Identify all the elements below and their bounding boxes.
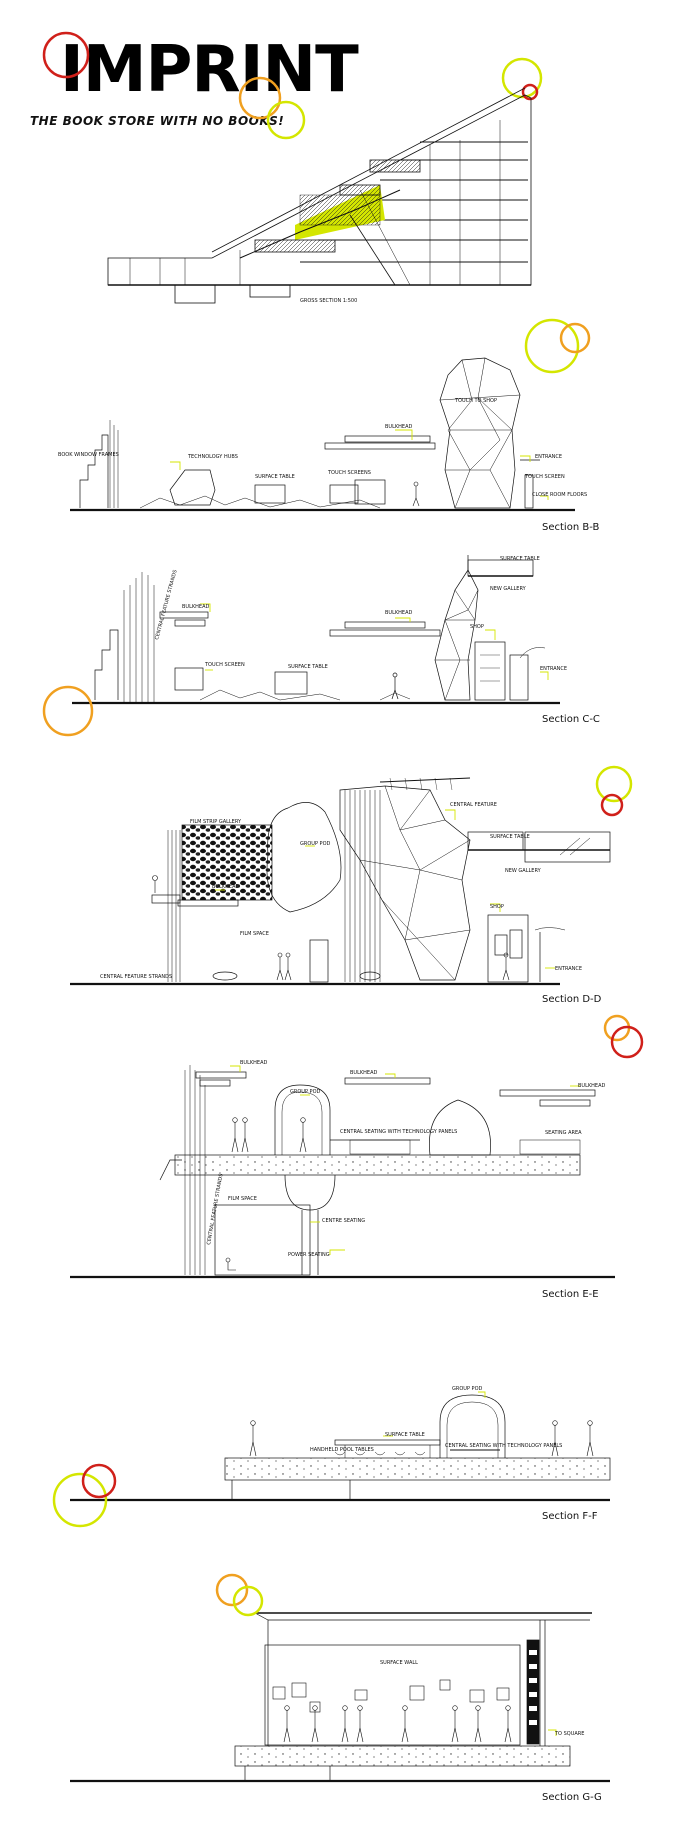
bb-label-surface-table: SURFACE TABLE xyxy=(255,474,295,480)
dd-label-entrance: ENTRANCE xyxy=(555,966,582,972)
bb-label-feature: BOOK WINDOW FRAMES xyxy=(58,452,119,458)
section-ee-circles xyxy=(603,1014,644,1059)
dd-label-film-gallery: FILM STRIP GALLERY xyxy=(190,819,242,825)
cc-label-touch-screen: TOUCH SCREEN xyxy=(204,662,245,668)
gross-section-caption: GROSS SECTION 1:500 xyxy=(300,298,357,304)
bb-label-touch-screen: TOUCH SCREEN xyxy=(524,474,565,480)
section-gg-title: Section G-G xyxy=(542,1792,602,1803)
gross-section xyxy=(107,87,532,304)
cc-label-surface-table: SURFACE TABLE xyxy=(288,664,328,670)
gg-label-to-square: TO SQUARE xyxy=(554,1731,584,1737)
ee-label-film-space: FILM SPACE xyxy=(228,1196,257,1202)
section-dd-title: Section D-D xyxy=(542,994,602,1005)
section-cc-circles xyxy=(42,685,94,737)
dd-label-bulkhead: BULKHEAD xyxy=(212,884,239,890)
cc-label-new-gallery: NEW GALLERY xyxy=(490,586,527,592)
cc-label-bulkhead-1: BULKHEAD xyxy=(182,604,209,610)
dd-label-central-feature: CENTRAL FEATURE xyxy=(450,802,497,808)
ff-label-group-pod: GROUP POD xyxy=(452,1386,482,1392)
logo-circles xyxy=(42,31,543,140)
bb-label-entrance: ENTRANCE xyxy=(535,454,562,460)
section-gg-leaders xyxy=(548,1729,557,1736)
ee-label-bulkhead-1: BULKHEAD xyxy=(240,1060,267,1066)
section-bb-title: Section B-B xyxy=(542,522,599,533)
section-cc-leaders xyxy=(200,603,549,680)
ee-label-central-seating: CENTRAL SEATING WITH TECHNOLOGY PANELS xyxy=(340,1129,457,1135)
section-bb xyxy=(70,357,575,512)
section-ff xyxy=(70,1394,611,1502)
dd-label-strands: CENTRAL FEATURE STRANDS xyxy=(100,974,172,980)
section-ff-title: Section F-F xyxy=(542,1511,598,1522)
section-ff-circles xyxy=(52,1463,117,1528)
ee-label-seating: CENTRE SEATING xyxy=(322,1218,365,1224)
tagline: THE BOOK STORE WITH NO BOOKS! xyxy=(30,114,285,128)
ff-label-handheld: HANDHELD POOL TABLES xyxy=(310,1447,374,1453)
cc-label-shop: SHOP xyxy=(470,624,484,630)
dd-label-film-space: FILM SPACE xyxy=(240,931,269,937)
ee-label-power-seating: POWER SEATING xyxy=(288,1252,330,1258)
bb-label-bulkhead: BULKHEAD xyxy=(385,424,412,430)
section-dd xyxy=(70,777,611,986)
section-bb-leaders xyxy=(170,429,549,500)
cc-label-strands: CENTRAL FEATURE STRANDS xyxy=(154,569,178,640)
ff-label-central-seating: CENTRAL SEATING WITH TECHNOLOGY PANELS xyxy=(445,1443,562,1449)
section-dd-leaders xyxy=(215,809,555,969)
ee-label-bulkhead-3: BULKHEAD xyxy=(578,1083,605,1089)
bb-label-close-room: CLOSE ROOM FLOORS xyxy=(532,492,587,498)
cc-label-entrance: ENTRANCE xyxy=(540,666,567,672)
ee-label-group-pod: GROUP POD xyxy=(290,1089,320,1095)
ee-label-seating-area: SEATING AREA xyxy=(545,1130,582,1136)
dd-label-surface-table: SURFACE TABLE xyxy=(490,834,530,840)
section-ff-leaders xyxy=(383,1391,486,1437)
bb-label-tech-hubs: TECHNOLOGY HUBS xyxy=(187,454,238,460)
dd-label-new-gallery: NEW GALLERY xyxy=(505,868,542,874)
bb-label-touch-screens: TOUCH SCREENS xyxy=(327,470,371,476)
gg-label-surface-wall: SURFACE WALL xyxy=(380,1660,418,1666)
section-cc xyxy=(72,555,560,705)
section-ee-title: Section E-E xyxy=(542,1289,599,1300)
section-ee-leaders xyxy=(230,1065,580,1255)
cc-label-surface-table-2: SURFACE TABLE xyxy=(500,556,540,562)
ee-label-bulkhead-2: BULKHEAD xyxy=(350,1070,377,1076)
section-ee xyxy=(70,1065,615,1279)
bb-label-touch-to-shop: TOUCH TO SHOP xyxy=(454,398,497,404)
section-bb-circles xyxy=(524,318,591,374)
dd-label-shop: SHOP xyxy=(490,904,504,910)
cc-label-bulkhead-2: BULKHEAD xyxy=(385,610,412,616)
dd-label-group-pod: GROUP POD xyxy=(300,841,330,847)
section-gg xyxy=(70,1612,610,1783)
ff-label-surface-table: SURFACE TABLE xyxy=(385,1432,425,1438)
section-dd-circles xyxy=(595,765,633,817)
imprint-logo: IMPRINT xyxy=(60,33,359,107)
section-gg-circles xyxy=(215,1573,264,1617)
section-cc-title: Section C-C xyxy=(542,714,600,725)
